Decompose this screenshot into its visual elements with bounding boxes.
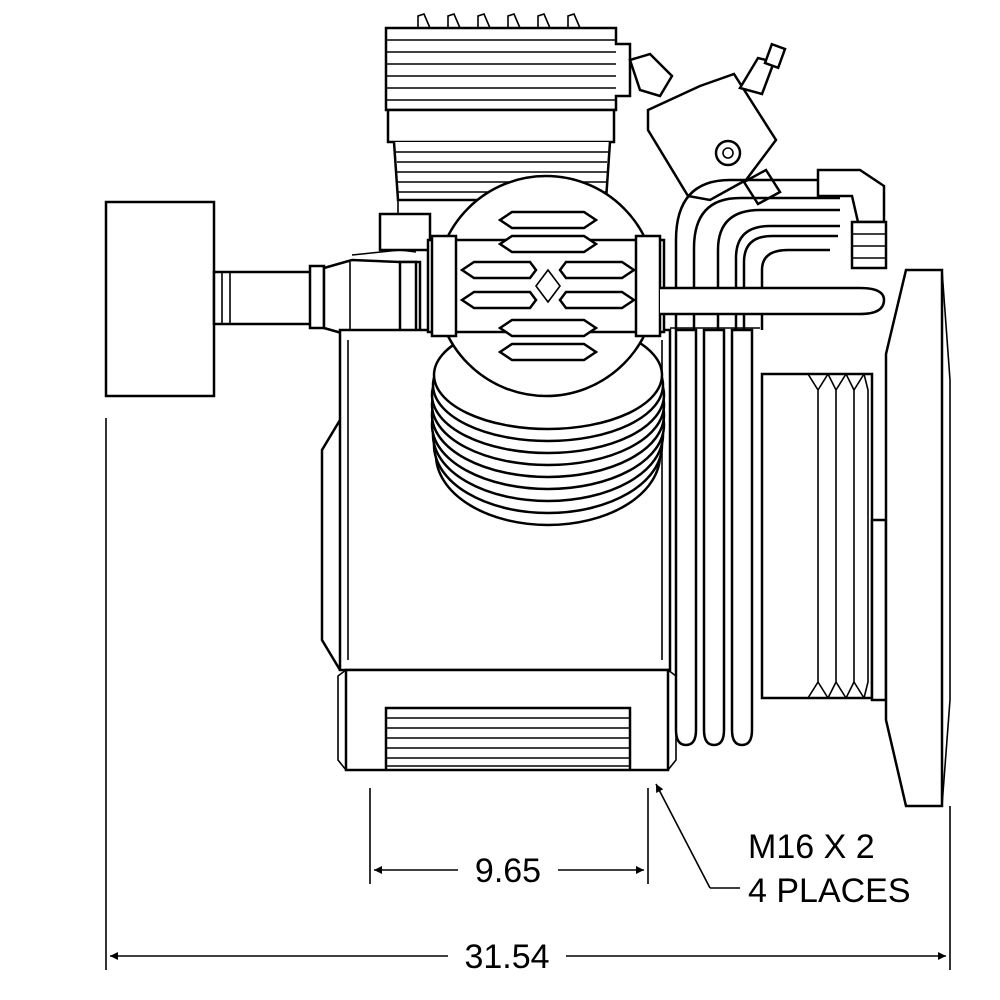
pulley-disk [104,200,216,398]
flywheel [884,268,951,808]
upper-cylinder [378,13,632,252]
dimension-overall-width [105,418,951,970]
dim-overall-label: 31.54 [464,938,549,976]
callout-leader [655,783,740,889]
drive-shaft [212,249,422,338]
belt-pulley [760,372,888,702]
callout-quantity: 4 PLACES [748,872,911,910]
unloader-valve [628,42,787,206]
callout-thread-spec: M16 X 2 [748,828,875,866]
discharge-tubing [660,168,888,747]
dimension-mount-spacing [369,788,649,884]
cylinder-head [426,174,666,398]
dim-inner-label: 9.65 [475,852,541,890]
